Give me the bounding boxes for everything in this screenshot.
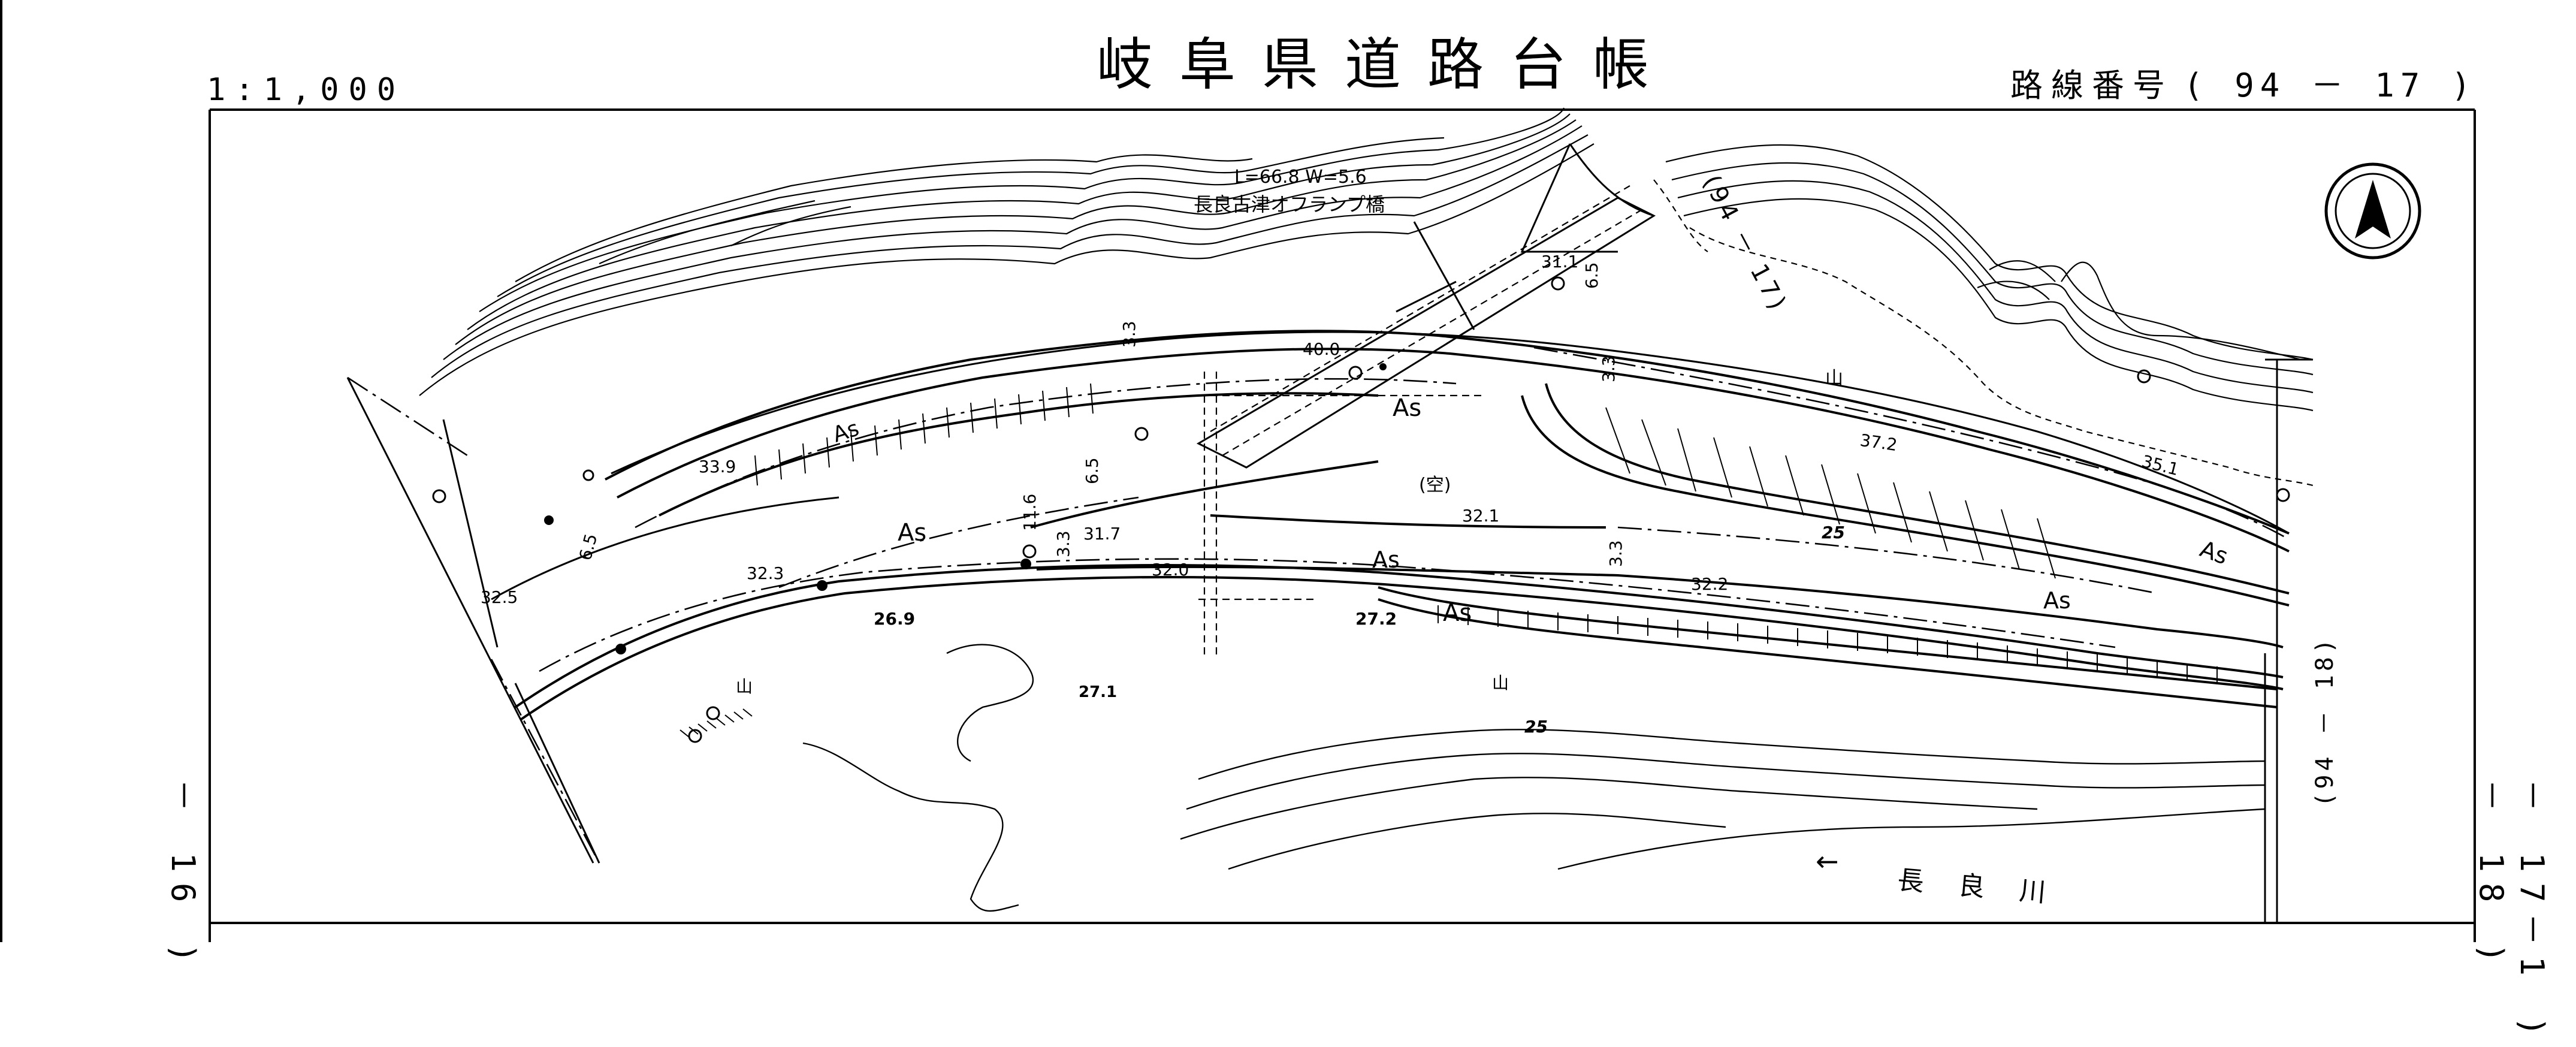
riverbank-lines: [802, 644, 2266, 912]
pavement-label-6: As: [2043, 587, 2071, 614]
sheet-left-edge: [0, 0, 2, 942]
route-number: 路線番号 ( 94 － 17 ): [2010, 70, 2477, 102]
bridge-off-ramp: [1196, 143, 1656, 469]
elevation-33-9: 33.9: [699, 457, 736, 476]
elevation-32-2: 32.2: [1691, 574, 1729, 594]
dim-6-5-a: 6.5: [1082, 457, 1102, 484]
map-scale: 1:1,000: [207, 72, 406, 108]
pavement-label-4: As: [1372, 547, 1400, 573]
elevation-31-7: 31.7: [1083, 524, 1121, 544]
dim-3-3-c: 3.3: [1606, 540, 1626, 567]
route-ref-right: (94 － 18): [2311, 635, 2339, 807]
ramp-dashed: [1198, 185, 1642, 659]
dim-6-5-b: 6.5: [1582, 262, 1602, 289]
elevation-27-1: 27.1: [1079, 683, 1118, 701]
pavement-label-3: As: [1393, 394, 1422, 422]
hill-edge-lines: [1653, 179, 2314, 487]
dim-11-6: 11.6: [1020, 493, 1040, 531]
outer-road-lines: [442, 331, 2290, 923]
mountain-label-1: 山: [1825, 368, 1843, 389]
pavement-label-5: As: [1443, 599, 1472, 627]
contour-25-road: 25: [1822, 523, 1845, 542]
sheet-boundaries: [346, 358, 2313, 864]
route-number-label: 路線番号: [2010, 67, 2173, 104]
map-frame: [209, 108, 2476, 942]
page-title: 岐阜県道路台帳: [1097, 32, 1676, 98]
contour-25-river: 25: [1524, 717, 1548, 737]
adjacent-sheet-right: － 18 ): [2472, 779, 2510, 974]
north-arrow-icon: [2324, 162, 2421, 260]
elevation-27-2: 27.2: [1355, 609, 1397, 629]
road-map: [209, 107, 2476, 942]
road-edges: [514, 330, 2290, 720]
elevation-31-1: 31.1: [1541, 252, 1579, 271]
vacant-lot-label: (空): [1419, 475, 1451, 496]
elevation-32-0: 32.0: [1152, 560, 1189, 580]
map-symbols: [432, 276, 2290, 743]
contour-lines-upper: [419, 107, 2314, 412]
mountain-label-2: 山: [736, 677, 753, 696]
elevation-32-3: 32.3: [747, 563, 784, 583]
elevation-32-1: 32.1: [1462, 506, 1500, 526]
bridge-name: 長良古津オフランプ橋: [1194, 193, 1385, 216]
bridge-dimensions: L=66.8 W=5.6: [1234, 167, 1367, 188]
mountain-label-3: 山: [1492, 673, 1509, 693]
slope-hatching: [680, 383, 2218, 738]
road-centerlines: [347, 346, 2290, 864]
dim-3-3-b: 3.3: [1599, 355, 1618, 382]
pavement-label-2: As: [898, 519, 927, 547]
adjacent-sheet-left: － 16 ): [164, 779, 202, 974]
elevation-26-9: 26.9: [874, 609, 916, 629]
dim-3-3-a: 3.3: [1119, 321, 1139, 348]
route-number-value: ( 94 － 17 ): [2184, 67, 2477, 104]
elevation-32-5: 32.5: [481, 587, 518, 607]
dim-3-3-d: 3.3: [1053, 530, 1073, 557]
survey-points: [544, 363, 1387, 654]
elevation-40-0: 40.0: [1303, 339, 1340, 359]
river-arrow: ←: [1816, 845, 1839, 877]
